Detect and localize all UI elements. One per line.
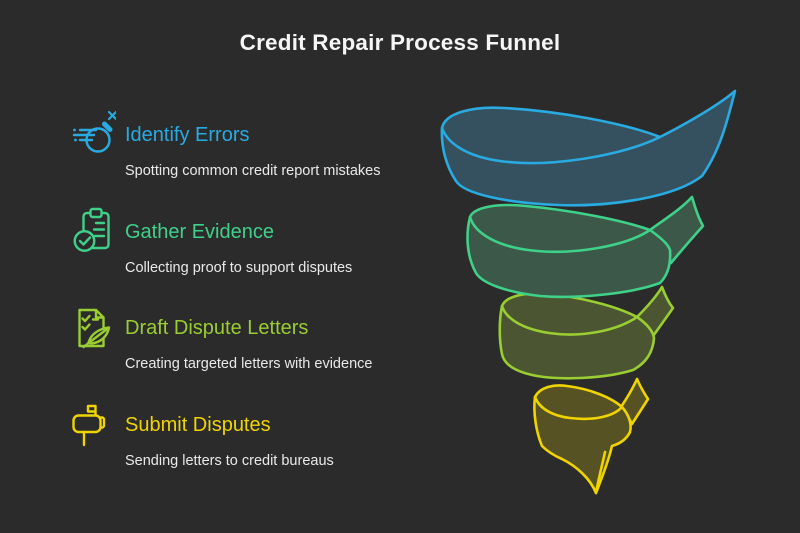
- speed-lines: [72, 128, 98, 142]
- step-submit-disputes: Submit Disputes Sending letters to credi…: [68, 398, 428, 490]
- funnel-level-1-rim: [440, 126, 662, 165]
- check-mark: [78, 236, 92, 246]
- step-text-block: Identify Errors Spotting common credit r…: [125, 123, 425, 180]
- step-text-block: Submit Disputes Sending letters to credi…: [125, 413, 425, 470]
- funnel-level-1: [440, 89, 737, 207]
- funnel-level-4-band: [533, 384, 632, 495]
- spark: [107, 110, 116, 121]
- quill-vein: [82, 327, 110, 349]
- step-text-block: Draft Dispute Letters Creating targeted …: [125, 316, 425, 373]
- clipboard-clip: [89, 207, 103, 219]
- step-label: Gather Evidence: [125, 221, 274, 243]
- folded-corner: [94, 308, 105, 319]
- funnel-level-3-rim: [500, 304, 639, 336]
- step-description: Spotting common credit report mistakes: [125, 163, 381, 179]
- bomb-cap: [102, 121, 113, 132]
- spiral-funnel-diagram: [440, 89, 737, 495]
- funnel-level-1-band: [440, 89, 737, 207]
- mailbox-icon: [72, 404, 106, 447]
- mailbox-flag: [86, 404, 97, 417]
- mailbox-body: [72, 414, 102, 434]
- document-quill-icon: [78, 308, 111, 349]
- step-description: Sending letters to credit bureaus: [125, 453, 334, 469]
- step-description: Collecting proof to support disputes: [125, 260, 353, 276]
- funnel-level-2: [466, 195, 705, 299]
- speed-dots: [73, 128, 77, 142]
- funnel-level-3: [498, 285, 675, 380]
- step-label: Draft Dispute Letters: [125, 317, 309, 339]
- check-circle: [73, 230, 96, 252]
- step-text-block: Gather Evidence Collecting proof to supp…: [125, 220, 425, 277]
- check-2: [81, 323, 91, 331]
- step-description: Creating targeted letters with evidence: [125, 356, 373, 372]
- clipboard-lines: [92, 221, 106, 238]
- clipboard-check-icon: [73, 207, 110, 252]
- step-identify-errors: Identify Errors Spotting common credit r…: [68, 108, 428, 200]
- funnel-level-4: [533, 377, 650, 495]
- funnel-level-4-fold: [594, 450, 607, 495]
- bomb-speed-icon: [72, 110, 116, 153]
- step-gather-evidence: Gather Evidence Collecting proof to supp…: [68, 205, 428, 297]
- document-outline: [78, 308, 105, 348]
- step-label: Identify Errors: [125, 124, 250, 146]
- step-draft-dispute-letters: Draft Dispute Letters Creating targeted …: [68, 301, 428, 393]
- funnel-level-2-rim: [468, 215, 652, 254]
- funnel-level-3-band: [498, 292, 656, 380]
- funnel-level-4-rim: [533, 395, 624, 421]
- page-title: Credit Repair Process Funnel: [239, 30, 561, 55]
- check-1: [81, 314, 91, 323]
- step-label: Submit Disputes: [125, 414, 271, 436]
